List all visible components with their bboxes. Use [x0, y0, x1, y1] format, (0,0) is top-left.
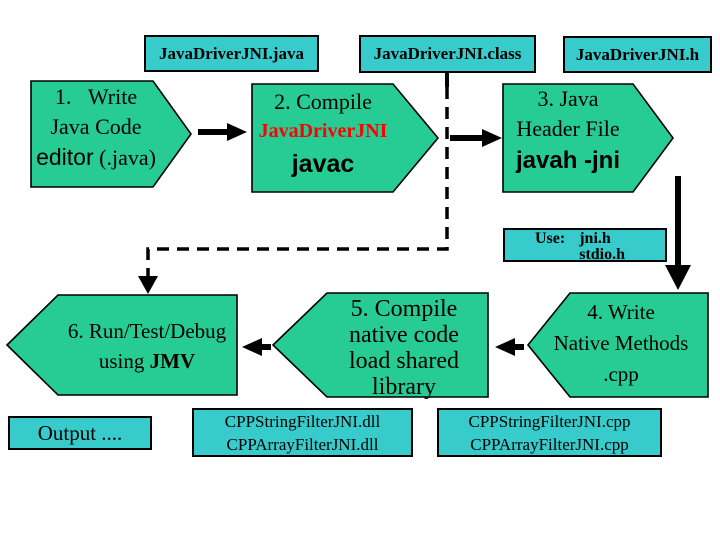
step-1-line3: editor (.java) — [26, 142, 166, 173]
use-label: Use: — [535, 230, 566, 247]
step-3-line1: 3. Java — [537, 86, 599, 111]
step-6-line1: 6. Run/Test/Debug — [67, 319, 227, 343]
step-1-line1: 1. Write — [54, 84, 138, 109]
cpp-file-array: CPPArrayFilterJNI.cpp — [470, 434, 629, 454]
step-5-shape — [271, 292, 489, 398]
step-2-classname-text: JavaDriverJNI — [258, 120, 388, 142]
step-2-javac-command: javac — [291, 150, 355, 178]
use-files-box: Use: jni.h stdio.h — [503, 228, 667, 263]
dll-files-box: CPPStringFilterJNI.dll CPPArrayFilterJNI… — [192, 408, 413, 457]
step-6-text: 6. Run/Test/Debug using JMV — [50, 316, 244, 376]
step-2-shape — [251, 83, 440, 193]
step-2-line1: 2. Compile — [274, 89, 372, 114]
dll-file-string: CPPStringFilterJNI.dll — [224, 411, 381, 431]
use-file-jni: jni.h — [579, 230, 611, 247]
step-5-line1: 5. Compile — [350, 296, 458, 322]
step-3-javah-command: javah -jni — [515, 147, 621, 174]
arrow-step4-to-step5 — [495, 338, 524, 356]
step-6-shape — [5, 294, 238, 396]
dashed-connector-arrowhead — [138, 276, 158, 294]
step-5-line3: load shared — [349, 348, 459, 374]
step-5-line4: library — [372, 374, 436, 400]
step-2-text: 2. Compile JavaDriverJNI javac — [250, 87, 396, 182]
step-4-shape — [526, 292, 709, 398]
arrow-step3-to-step4 — [665, 176, 691, 290]
cpp-file-string: CPPStringFilterJNI.cpp — [468, 411, 631, 431]
dll-file-array: CPPArrayFilterJNI.dll — [226, 434, 379, 454]
file-label-class: JavaDriverJNI.class — [359, 35, 536, 73]
arrow-step1-to-step2 — [198, 123, 247, 141]
step-4-text: 4. Write Native Methods .cpp — [532, 297, 710, 390]
step-4-line2: Native Methods — [553, 331, 689, 355]
file-label-header: JavaDriverJNI.h — [563, 36, 712, 73]
cpp-files-box: CPPStringFilterJNI.cpp CPPArrayFilterJNI… — [437, 408, 662, 457]
arrow-step5-to-step6 — [242, 338, 271, 356]
step-1-shape — [30, 80, 192, 188]
output-box: Output .... — [8, 416, 152, 450]
step-1-java-ext-text: (.java) — [93, 145, 156, 170]
use-files-list: jni.h stdio.h — [579, 231, 625, 263]
step-6-jmv-text: JMV — [149, 349, 196, 373]
step-1-line2: Java Code — [50, 114, 142, 139]
step-4-line1: 4. Write — [587, 300, 655, 324]
step-1-editor-text: editor — [36, 144, 94, 170]
step-5-text: 5. Compile native code load shared libra… — [320, 296, 488, 400]
step-3-text: 3. Java Header File javah -jni — [501, 84, 635, 178]
dashed-connector-class-to-step6 — [138, 73, 449, 294]
file-label-java: JavaDriverJNI.java — [144, 35, 319, 72]
use-file-stdio: stdio.h — [579, 246, 626, 263]
step-6-line2: using JMV — [50, 346, 244, 376]
step-6-using-text: using — [98, 349, 150, 373]
step-3-shape — [502, 83, 674, 193]
step-5-line2: native code — [349, 322, 459, 348]
step-3-line2: Header File — [516, 116, 620, 141]
step-4-line3: .cpp — [603, 362, 639, 386]
step-1-text: 1. Write Java Code editor (.java) — [26, 82, 166, 173]
arrow-step2-to-step3 — [450, 129, 502, 147]
